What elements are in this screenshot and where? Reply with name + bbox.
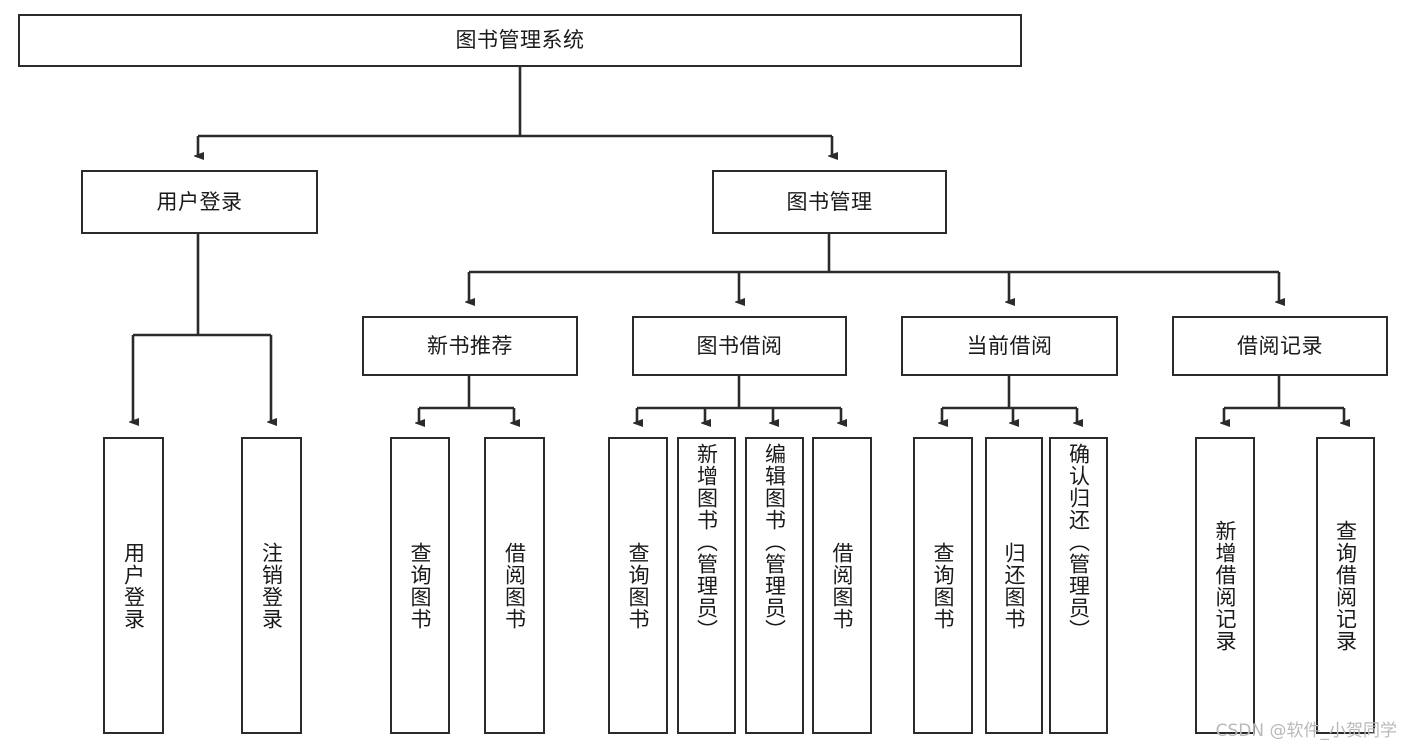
node-user-login[interactable]: 用户登录 <box>81 170 318 234</box>
node-label: 新增借阅记录 <box>1213 519 1238 652</box>
node-current-borrow[interactable]: 当前借阅 <box>901 316 1118 376</box>
leaf-borrow-add-book-admin[interactable]: 新增图书（管理员） <box>677 437 736 734</box>
node-label: 查询图书 <box>626 541 651 630</box>
node-label: 新增图书（管理员） <box>694 443 719 641</box>
leaf-borrow-query-book[interactable]: 查询图书 <box>608 437 668 734</box>
node-label: 新书推荐 <box>427 333 513 358</box>
node-label: 编辑图书（管理员） <box>762 443 787 641</box>
leaf-record-add-record[interactable]: 新增借阅记录 <box>1195 437 1255 734</box>
leaf-user-login-signout[interactable]: 注销登录 <box>241 437 302 734</box>
node-book-borrow[interactable]: 图书借阅 <box>632 316 847 376</box>
node-label: 借阅记录 <box>1237 333 1323 358</box>
node-new-book-recommend[interactable]: 新书推荐 <box>362 316 578 376</box>
node-label: 归还图书 <box>1002 541 1027 630</box>
node-borrow-record[interactable]: 借阅记录 <box>1172 316 1388 376</box>
leaf-current-return-book[interactable]: 归还图书 <box>985 437 1043 734</box>
node-label: 借阅图书 <box>830 541 855 630</box>
node-label: 确认归还（管理员） <box>1066 443 1091 641</box>
leaf-record-query-record[interactable]: 查询借阅记录 <box>1316 437 1375 734</box>
node-label: 图书管理系统 <box>455 28 585 53</box>
node-root-book-management-system[interactable]: 图书管理系统 <box>18 14 1022 67</box>
node-label: 借阅图书 <box>502 541 527 630</box>
leaf-current-query-book[interactable]: 查询图书 <box>913 437 973 734</box>
node-label: 用户登录 <box>156 189 243 214</box>
node-label: 注销登录 <box>259 541 284 630</box>
leaf-recommend-borrow-book[interactable]: 借阅图书 <box>484 437 545 734</box>
node-label: 图书管理 <box>786 189 873 214</box>
node-label: 当前借阅 <box>966 333 1053 358</box>
node-label: 查询借阅记录 <box>1333 519 1358 652</box>
node-book-management[interactable]: 图书管理 <box>712 170 947 234</box>
csdn-watermark: CSDN @软件_小贺同学 <box>1215 721 1397 741</box>
node-label: 用户登录 <box>121 541 146 630</box>
leaf-borrow-edit-book-admin[interactable]: 编辑图书（管理员） <box>745 437 804 734</box>
node-label: 图书借阅 <box>696 333 783 358</box>
leaf-recommend-query-book[interactable]: 查询图书 <box>390 437 450 734</box>
node-label: 查询图书 <box>408 541 433 630</box>
leaf-user-login-signin[interactable]: 用户登录 <box>103 437 164 734</box>
leaf-borrow-borrow-book[interactable]: 借阅图书 <box>812 437 872 734</box>
node-label: 查询图书 <box>931 541 956 630</box>
leaf-current-confirm-return-admin[interactable]: 确认归还（管理员） <box>1049 437 1108 734</box>
